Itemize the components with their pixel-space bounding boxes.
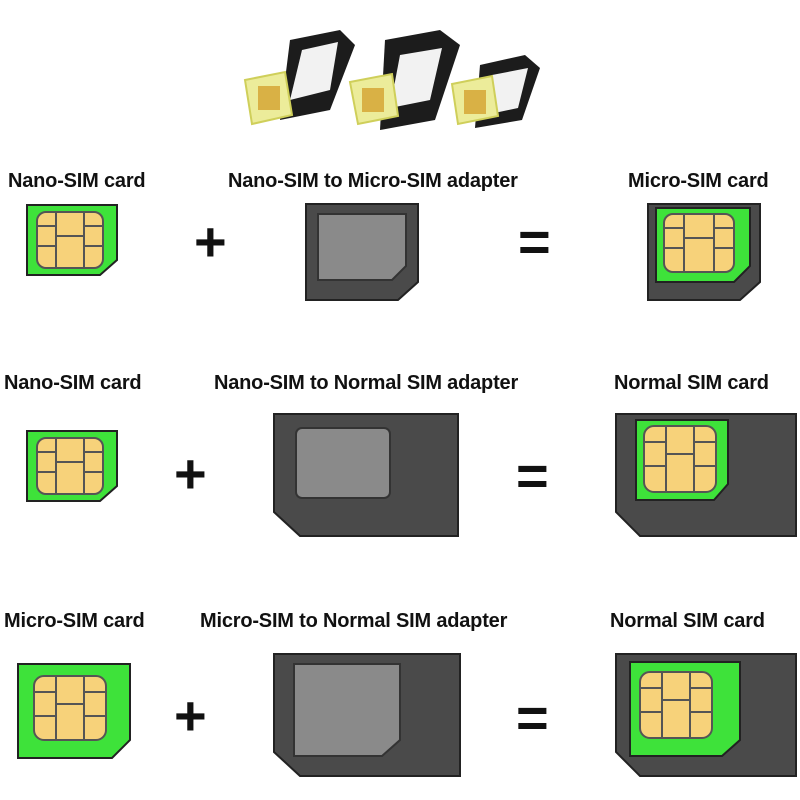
row2-plus-sign: + (174, 442, 207, 505)
row2-nano-sim-card (26, 430, 118, 502)
row1-nano-sim-card (26, 204, 118, 276)
row1-left-label: Nano-SIM card (8, 170, 146, 192)
row3-normal-sim-result (615, 653, 797, 777)
row3-adapter-label: Micro-SIM to Normal SIM adapter (200, 610, 508, 632)
row2-adapter-label: Nano-SIM to Normal SIM adapter (214, 372, 519, 394)
row3-equals-sign: = (516, 686, 549, 749)
row1-plus-sign: + (194, 210, 227, 273)
row1-adapter-label: Nano-SIM to Micro-SIM adapter (228, 170, 518, 192)
header-adapter-medium (348, 30, 460, 130)
row2-equals-sign: = (516, 444, 549, 507)
header-adapter-large (243, 30, 355, 126)
row1-micro-adapter (305, 203, 419, 301)
row3-result-label: Normal SIM card (610, 610, 765, 632)
header-adapters-photo (243, 30, 540, 130)
row3-left-label: Micro-SIM card (4, 610, 145, 632)
row2-normal-sim-result (615, 413, 797, 537)
row2-left-label: Nano-SIM card (4, 372, 142, 394)
row3-micro-sim-card (17, 663, 131, 759)
header-adapter-small (450, 55, 540, 128)
row1-result-label: Micro-SIM card (628, 170, 769, 192)
row1-micro-sim-result (647, 203, 761, 301)
row2-normal-adapter (273, 413, 459, 537)
row2-result-label: Normal SIM card (614, 372, 769, 394)
row1-equals-sign: = (518, 210, 551, 273)
row3-plus-sign: + (174, 684, 207, 747)
row3-normal-adapter (273, 653, 461, 777)
